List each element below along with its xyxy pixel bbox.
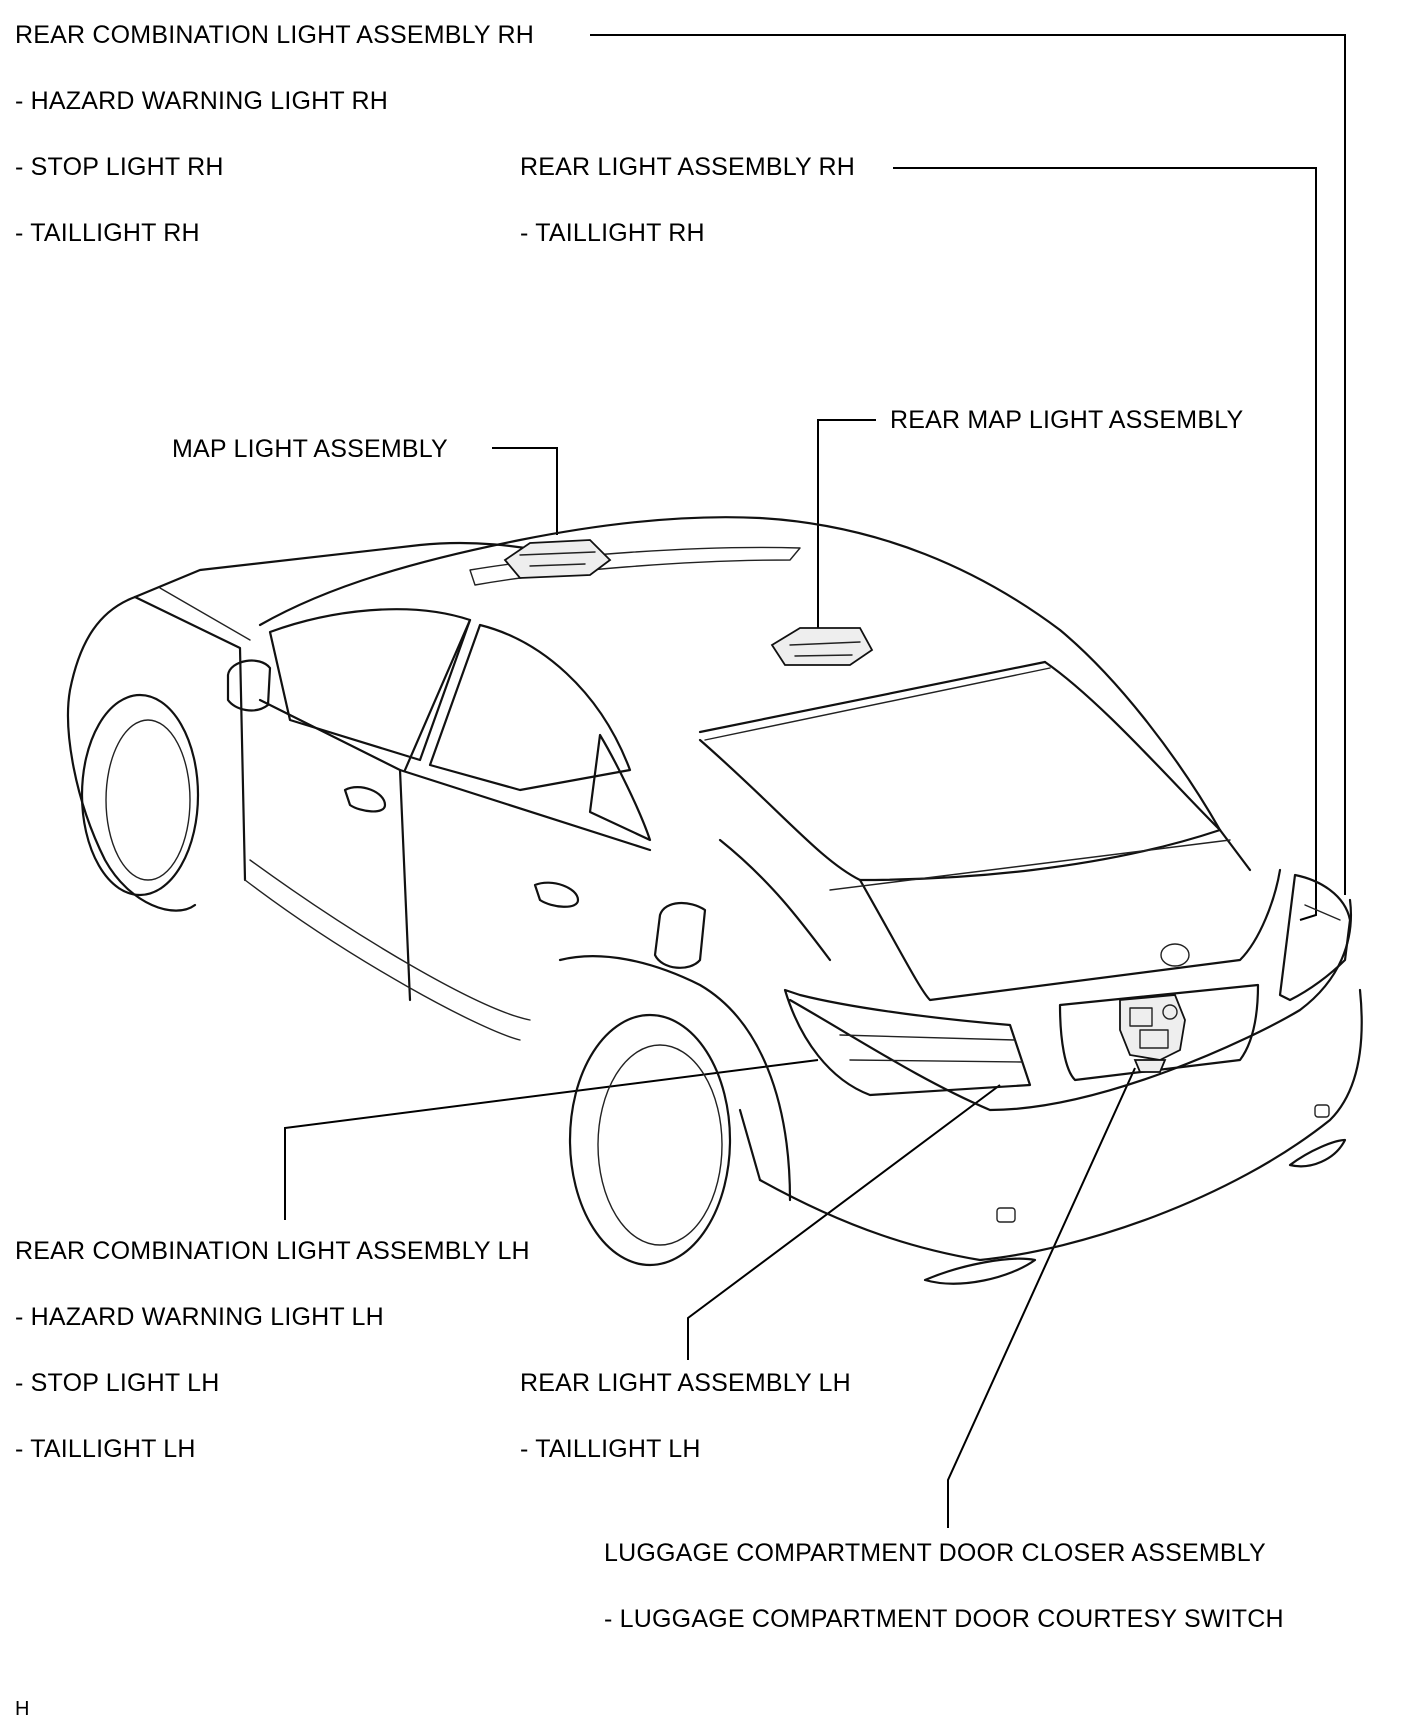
- closer-assembly-part: [1119, 994, 1186, 1073]
- leader-rear-map-light: [817, 419, 876, 630]
- label-rl-rh-tail: - TAILLIGHT RH: [520, 219, 705, 247]
- leader-rl-rh: [893, 167, 1317, 921]
- leader-rcl-lh: [284, 1059, 819, 1220]
- car-illustration: [67, 516, 1363, 1285]
- rear-map-light-part: [770, 627, 874, 666]
- corner-code: H: [15, 1698, 30, 1720]
- label-rcl-lh-title: REAR COMBINATION LIGHT ASSEMBLY LH: [15, 1237, 530, 1265]
- leader-closer: [947, 1067, 1136, 1528]
- label-closer-title: LUGGAGE COMPARTMENT DOOR CLOSER ASSEMBLY: [604, 1539, 1266, 1567]
- label-rcl-rh-tail: - TAILLIGHT RH: [15, 219, 200, 247]
- label-closer-switch: - LUGGAGE COMPARTMENT DOOR COURTESY SWIT…: [604, 1605, 1284, 1633]
- label-map-light: MAP LIGHT ASSEMBLY: [172, 435, 448, 463]
- label-rcl-rh-stop: - STOP LIGHT RH: [15, 153, 224, 181]
- map-light-part: [503, 539, 612, 579]
- label-rl-rh-title: REAR LIGHT ASSEMBLY RH: [520, 153, 856, 181]
- leader-rl-lh: [687, 1084, 1001, 1360]
- label-rcl-lh-hazard: - HAZARD WARNING LIGHT LH: [15, 1303, 384, 1331]
- leader-rcl-rh: [590, 34, 1346, 895]
- label-rcl-lh-stop: - STOP LIGHT LH: [15, 1369, 220, 1397]
- label-rcl-rh-hazard: - HAZARD WARNING LIGHT RH: [15, 87, 389, 115]
- label-rear-map-light: REAR MAP LIGHT ASSEMBLY: [890, 406, 1244, 434]
- label-rcl-lh-tail: - TAILLIGHT LH: [15, 1435, 196, 1463]
- label-rcl-rh-title: REAR COMBINATION LIGHT ASSEMBLY RH: [15, 21, 534, 49]
- leader-map-light: [492, 447, 558, 535]
- label-rl-lh-title: REAR LIGHT ASSEMBLY LH: [520, 1369, 851, 1397]
- label-rl-lh-tail: - TAILLIGHT LH: [520, 1435, 701, 1463]
